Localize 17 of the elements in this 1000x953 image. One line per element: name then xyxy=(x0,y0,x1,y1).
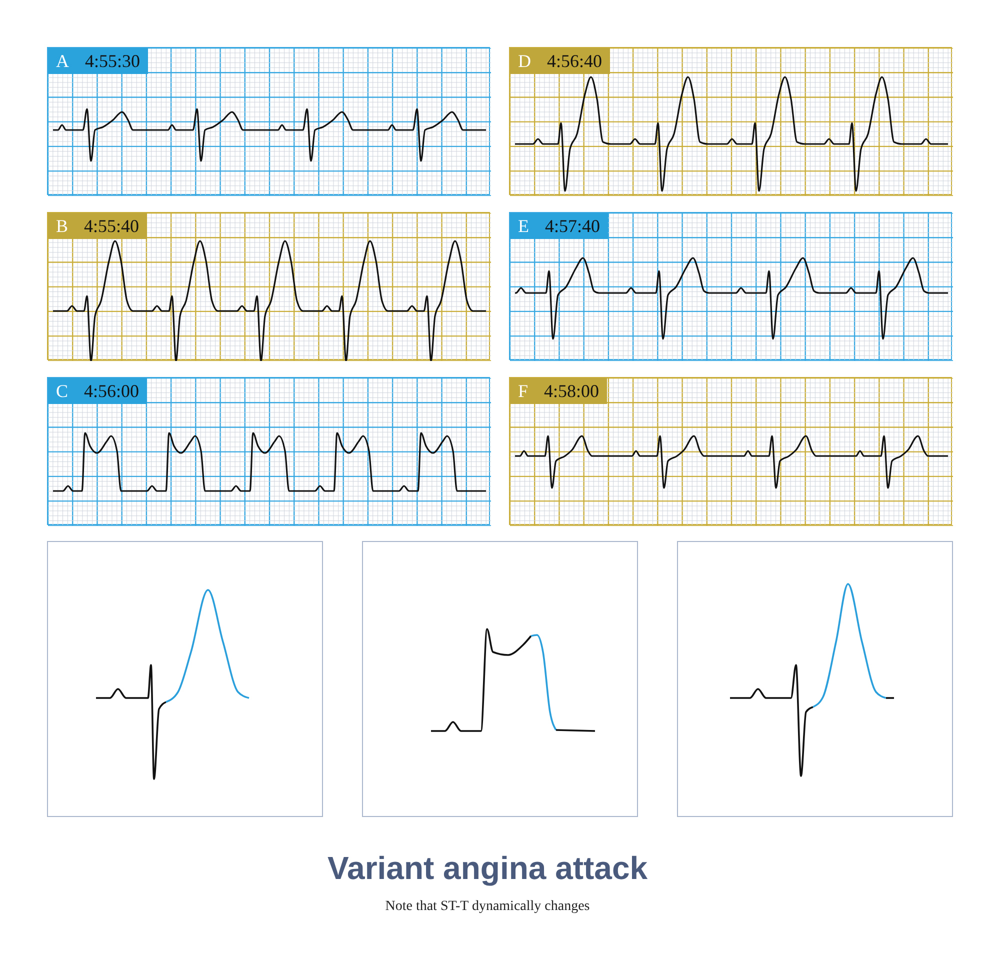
waveform-panel xyxy=(362,541,638,817)
title: Variant angina attack xyxy=(326,850,649,887)
timestamp: 4:57:40 xyxy=(545,216,600,236)
timestamp: 4:55:30 xyxy=(85,50,140,72)
caption: Note that ST-T dynamically changes xyxy=(384,899,591,915)
panel-letter: E xyxy=(518,216,529,236)
panel-letter: F xyxy=(518,380,528,402)
panel-letter: C xyxy=(56,380,68,402)
timestamp: 4:56:00 xyxy=(84,380,140,402)
panel-letter: A xyxy=(56,50,69,72)
waveform-panel xyxy=(677,541,953,817)
panel-letter: D xyxy=(518,50,531,72)
timestamp: 4:55:40 xyxy=(84,216,140,236)
timestamp: 4:58:00 xyxy=(544,380,600,402)
panel-letter: B xyxy=(56,216,68,236)
timestamp: 4:56:40 xyxy=(547,50,602,72)
waveform-panel xyxy=(47,541,323,817)
